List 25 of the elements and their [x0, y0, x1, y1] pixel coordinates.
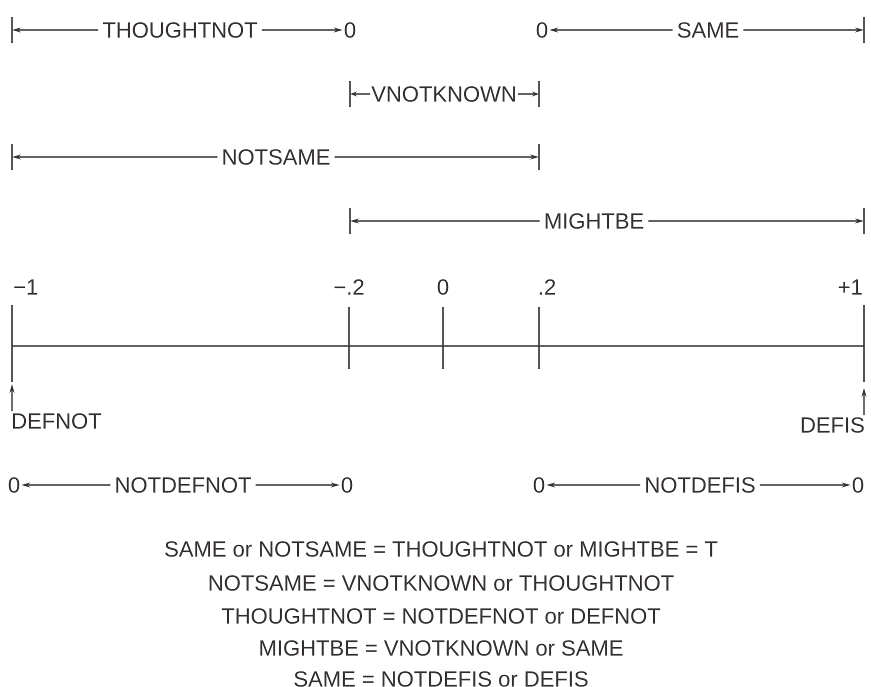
tick-label: +1 [838, 279, 862, 295]
zero-label: 0 [536, 22, 548, 38]
equation-text: SAME = NOTDEFIS or DEFIS [294, 671, 588, 687]
zero-label: 0 [8, 477, 20, 493]
tick-label: −.2 [334, 279, 364, 295]
range-label: MIGHTBE [546, 213, 644, 229]
tick-label: −1 [14, 279, 38, 295]
range-label: NOTDEFIS [646, 477, 755, 493]
zero-label: 0 [344, 22, 356, 38]
range-label: VNOTKNOWN [371, 86, 515, 102]
equation-text: THOUGHTNOT = NOTDEFNOT or DEFNOT [222, 608, 660, 624]
word-label: DEFIS [802, 417, 864, 433]
range-label: THOUGHTNOT [102, 22, 258, 38]
zero-label: 0 [534, 477, 544, 493]
range-label: NOTDEFNOT [116, 477, 251, 493]
word-label: DEFNOT [13, 413, 102, 429]
tick-label: 0 [438, 279, 448, 295]
equation-text: NOTSAME = VNOTKNOWN or THOUGHTNOT [210, 575, 674, 591]
equation-text: MIGHTBE = VNOTKNOWN or SAME [260, 640, 622, 656]
equation-text: SAME or NOTSAME = THOUGHTNOT or MIGHTBE = T [165, 541, 718, 557]
range-label: SAME [678, 22, 738, 38]
tick-label: .2 [540, 279, 556, 295]
range-label: NOTSAME [223, 149, 330, 165]
zero-label: 0 [852, 477, 864, 493]
zero-label: 0 [342, 477, 352, 493]
